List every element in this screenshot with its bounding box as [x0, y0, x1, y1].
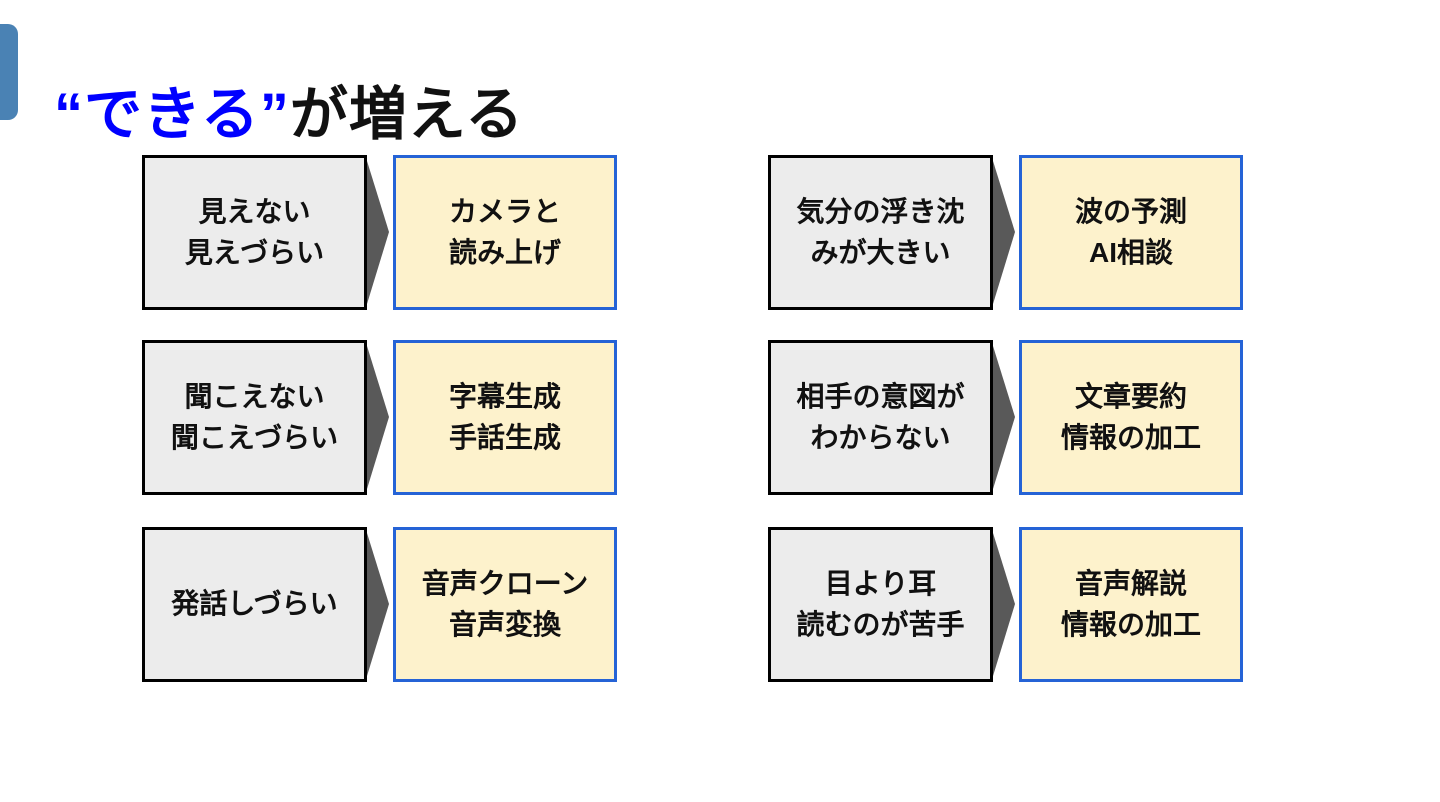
title-accent-bar — [0, 24, 18, 120]
problem-box: 聞こえない 聞こえづらい — [142, 340, 367, 495]
solution-box: 音声クローン 音声変換 — [393, 527, 617, 682]
title-rest-text: が増える — [289, 81, 525, 147]
right-arrow-icon — [993, 533, 1015, 676]
problem-box: 相手の意図が わからない — [768, 340, 993, 495]
pair-mood: 気分の浮き沈 みが大きい 波の予測 AI相談 — [768, 155, 1243, 310]
right-arrow-icon — [367, 533, 389, 676]
title-highlight-text: “できる” — [54, 81, 290, 147]
page-title: “できる”が増える — [54, 67, 524, 151]
solution-box: カメラと 読み上げ — [393, 155, 617, 310]
pair-vision: 見えない 見えづらい カメラと 読み上げ — [142, 155, 617, 310]
solution-box: 字幕生成 手話生成 — [393, 340, 617, 495]
right-arrow-icon — [367, 161, 389, 304]
solution-box: 文章要約 情報の加工 — [1019, 340, 1243, 495]
pair-comprehension: 相手の意図が わからない 文章要約 情報の加工 — [768, 340, 1243, 495]
pair-hearing: 聞こえない 聞こえづらい 字幕生成 手話生成 — [142, 340, 617, 495]
problem-box: 見えない 見えづらい — [142, 155, 367, 310]
problem-box: 発話しづらい — [142, 527, 367, 682]
pair-speech: 発話しづらい 音声クローン 音声変換 — [142, 527, 617, 682]
problem-box: 目より耳 読むのが苦手 — [768, 527, 993, 682]
right-arrow-icon — [367, 346, 389, 489]
solution-box: 音声解説 情報の加工 — [1019, 527, 1243, 682]
right-arrow-icon — [993, 161, 1015, 304]
pair-reading: 目より耳 読むのが苦手 音声解説 情報の加工 — [768, 527, 1243, 682]
problem-box: 気分の浮き沈 みが大きい — [768, 155, 993, 310]
right-arrow-icon — [993, 346, 1015, 489]
solution-box: 波の予測 AI相談 — [1019, 155, 1243, 310]
